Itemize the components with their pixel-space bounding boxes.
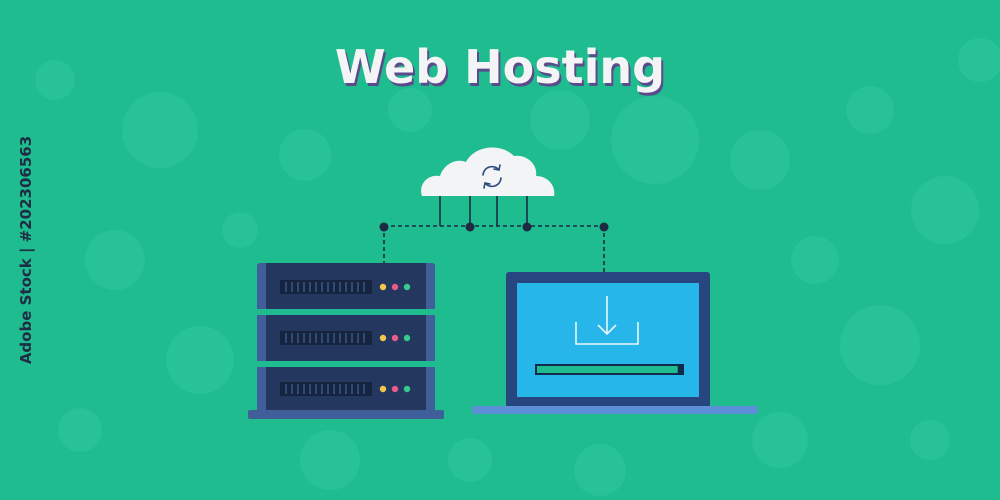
progress-bar [535,364,684,375]
laptop [472,272,758,414]
network-lines [383,196,605,272]
server-unit [280,331,411,345]
network-nodes [379,222,609,232]
cloud-sync-icon [421,147,555,196]
stock-image-id: Adobe Stock | #202306563 [17,135,35,365]
progress-fill [537,366,678,373]
server-rack [248,263,444,419]
server-unit [280,382,411,396]
page-title: Web Hosting [334,40,666,94]
server-unit [280,280,411,294]
download-icon [575,296,639,345]
